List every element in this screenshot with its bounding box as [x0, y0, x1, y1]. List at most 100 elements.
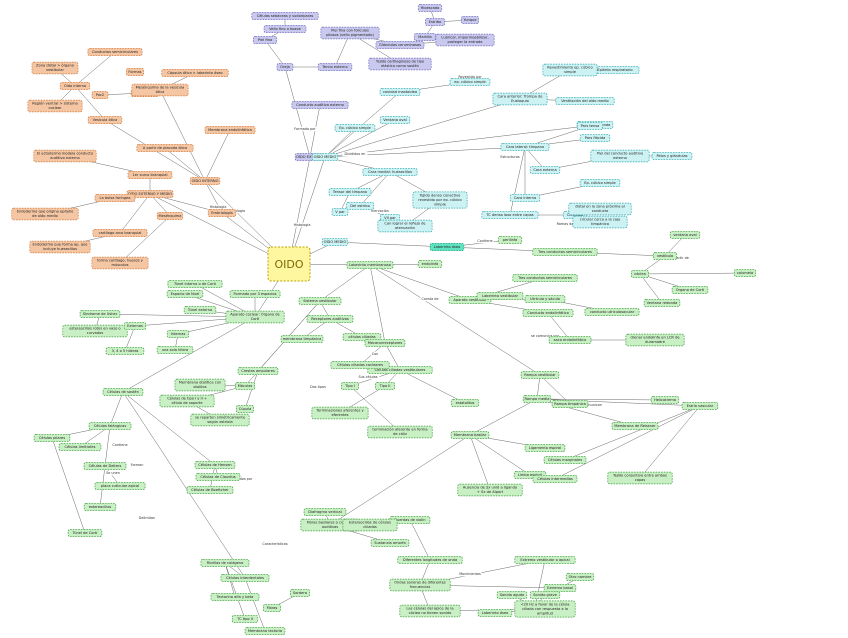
- concept-node[interactable]: una sola hilera: [156, 345, 194, 355]
- concept-node[interactable]: Laberinto membranoso: [346, 260, 394, 270]
- concept-node[interactable]: Laberinto óseo: [477, 608, 513, 618]
- concept-node[interactable]: saco endolinfático: [548, 335, 592, 345]
- concept-node-box[interactable]: [417, 259, 443, 269]
- concept-node-box[interactable]: [375, 40, 425, 50]
- concept-node-box[interactable]: [522, 394, 552, 404]
- concept-node-box[interactable]: [161, 68, 229, 78]
- concept-node-box[interactable]: [317, 62, 353, 72]
- concept-node-box[interactable]: [457, 483, 523, 497]
- concept-node-box[interactable]: [251, 11, 319, 21]
- concept-node-box[interactable]: [156, 345, 194, 355]
- concept-node-box[interactable]: [331, 207, 349, 217]
- concept-node-box[interactable]: [514, 555, 576, 565]
- concept-node-box[interactable]: [461, 15, 480, 25]
- concept-node-box[interactable]: [377, 219, 433, 233]
- concept-node[interactable]: Laberinto óseo: [429, 242, 465, 252]
- concept-node-box[interactable]: [330, 360, 390, 370]
- concept-node-box[interactable]: [131, 83, 189, 97]
- concept-node-box[interactable]: [186, 485, 234, 495]
- concept-node-box[interactable]: [33, 149, 97, 163]
- concept-node[interactable]: A partir de placoda ótica: [136, 143, 194, 153]
- concept-node[interactable]: Túnel de Corti: [67, 528, 103, 538]
- concept-node-box[interactable]: [136, 143, 194, 153]
- concept-node[interactable]: Túnel externo: [183, 305, 217, 315]
- concept-node[interactable]: Ventana redonda: [643, 298, 681, 308]
- concept-node[interactable]: Mesénquima: [156, 211, 184, 221]
- concept-node-box[interactable]: [576, 121, 604, 131]
- concept-node-box[interactable]: [449, 77, 491, 87]
- concept-node-box[interactable]: [59, 81, 91, 91]
- concept-node-box[interactable]: [514, 600, 576, 618]
- concept-node-box[interactable]: [650, 395, 680, 405]
- concept-node-box[interactable]: [183, 305, 217, 315]
- concept-node[interactable]: Sonido agudo: [496, 590, 528, 600]
- concept-node-box[interactable]: [334, 123, 376, 133]
- concept-node[interactable]: Estribo: [424, 17, 446, 27]
- concept-node-box[interactable]: [342, 332, 382, 342]
- concept-node[interactable]: ep. cúbico simple: [449, 77, 491, 87]
- concept-node-box[interactable]: [590, 65, 640, 75]
- concept-node-box[interactable]: [364, 338, 406, 348]
- concept-node[interactable]: Células de Hensen: [194, 460, 236, 470]
- concept-node-box[interactable]: [159, 394, 215, 408]
- concept-node-box[interactable]: [584, 307, 640, 317]
- concept-node[interactable]: Helicotrema: [650, 395, 680, 405]
- concept-node-box[interactable]: [397, 555, 463, 565]
- concept-node[interactable]: Cara lateral: tímpano: [500, 142, 550, 152]
- concept-node-box[interactable]: [579, 133, 611, 143]
- concept-node[interactable]: Extremo basal: [543, 583, 577, 593]
- concept-node-box[interactable]: [207, 208, 237, 218]
- concept-node[interactable]: Utrículo y sáculo: [524, 294, 566, 304]
- concept-node[interactable]: endolinfa: [417, 259, 443, 269]
- concept-node[interactable]: conducto utriculosacular: [584, 307, 640, 317]
- concept-node[interactable]: Células marginales: [543, 455, 587, 465]
- concept-node[interactable]: Fibrillas de colágeno: [200, 558, 250, 568]
- concept-node[interactable]: Células de Claudius: [195, 472, 241, 482]
- concept-node-box[interactable]: [630, 269, 649, 279]
- concept-node[interactable]: Receptores auditivos: [306, 314, 354, 324]
- concept-node[interactable]: vestíbulo: [652, 251, 678, 261]
- concept-node-box[interactable]: [512, 273, 578, 283]
- concept-node-box[interactable]: [529, 165, 561, 175]
- concept-node-box[interactable]: [244, 626, 286, 636]
- concept-node[interactable]: Pars tensa: [576, 121, 604, 131]
- concept-node[interactable]: Células de Deiters: [83, 461, 127, 471]
- concept-node[interactable]: Pelos y glándulas: [651, 151, 693, 161]
- concept-node-box[interactable]: [362, 167, 418, 177]
- concept-node[interactable]: Cúpula: [236, 404, 255, 414]
- concept-node[interactable]: Tipo I: [341, 381, 360, 391]
- concept-node[interactable]: Yunque: [461, 15, 480, 25]
- concept-node[interactable]: Ventana oval: [379, 115, 411, 125]
- concept-node-box[interactable]: [83, 461, 127, 471]
- concept-node-box[interactable]: [399, 604, 461, 618]
- concept-node-box[interactable]: [225, 310, 285, 324]
- concept-node-box[interactable]: [200, 558, 250, 568]
- concept-node[interactable]: Máculas: [234, 381, 256, 391]
- concept-node[interactable]: Células sebáceas y sudoríparas: [251, 11, 319, 21]
- concept-node-box[interactable]: [496, 590, 528, 600]
- concept-node[interactable]: Tensor del tímpano: [328, 187, 372, 197]
- concept-node-box[interactable]: [389, 578, 451, 592]
- concept-node[interactable]: perilinfa: [497, 235, 523, 245]
- concept-node-box[interactable]: [91, 90, 109, 100]
- concept-node[interactable]: Membrana endolinfática: [204, 125, 256, 135]
- concept-node[interactable]: cavidad mastoidea: [379, 87, 421, 97]
- concept-node-box[interactable]: [33, 433, 71, 443]
- concept-node-box[interactable]: [572, 215, 628, 229]
- concept-node[interactable]: columela: [733, 268, 757, 278]
- concept-node-box[interactable]: [579, 178, 621, 188]
- concept-node-box[interactable]: [166, 289, 204, 299]
- concept-node[interactable]: Conductos semicirculares: [87, 47, 143, 57]
- concept-node-box[interactable]: [236, 404, 255, 414]
- concept-node-box[interactable]: [231, 614, 259, 624]
